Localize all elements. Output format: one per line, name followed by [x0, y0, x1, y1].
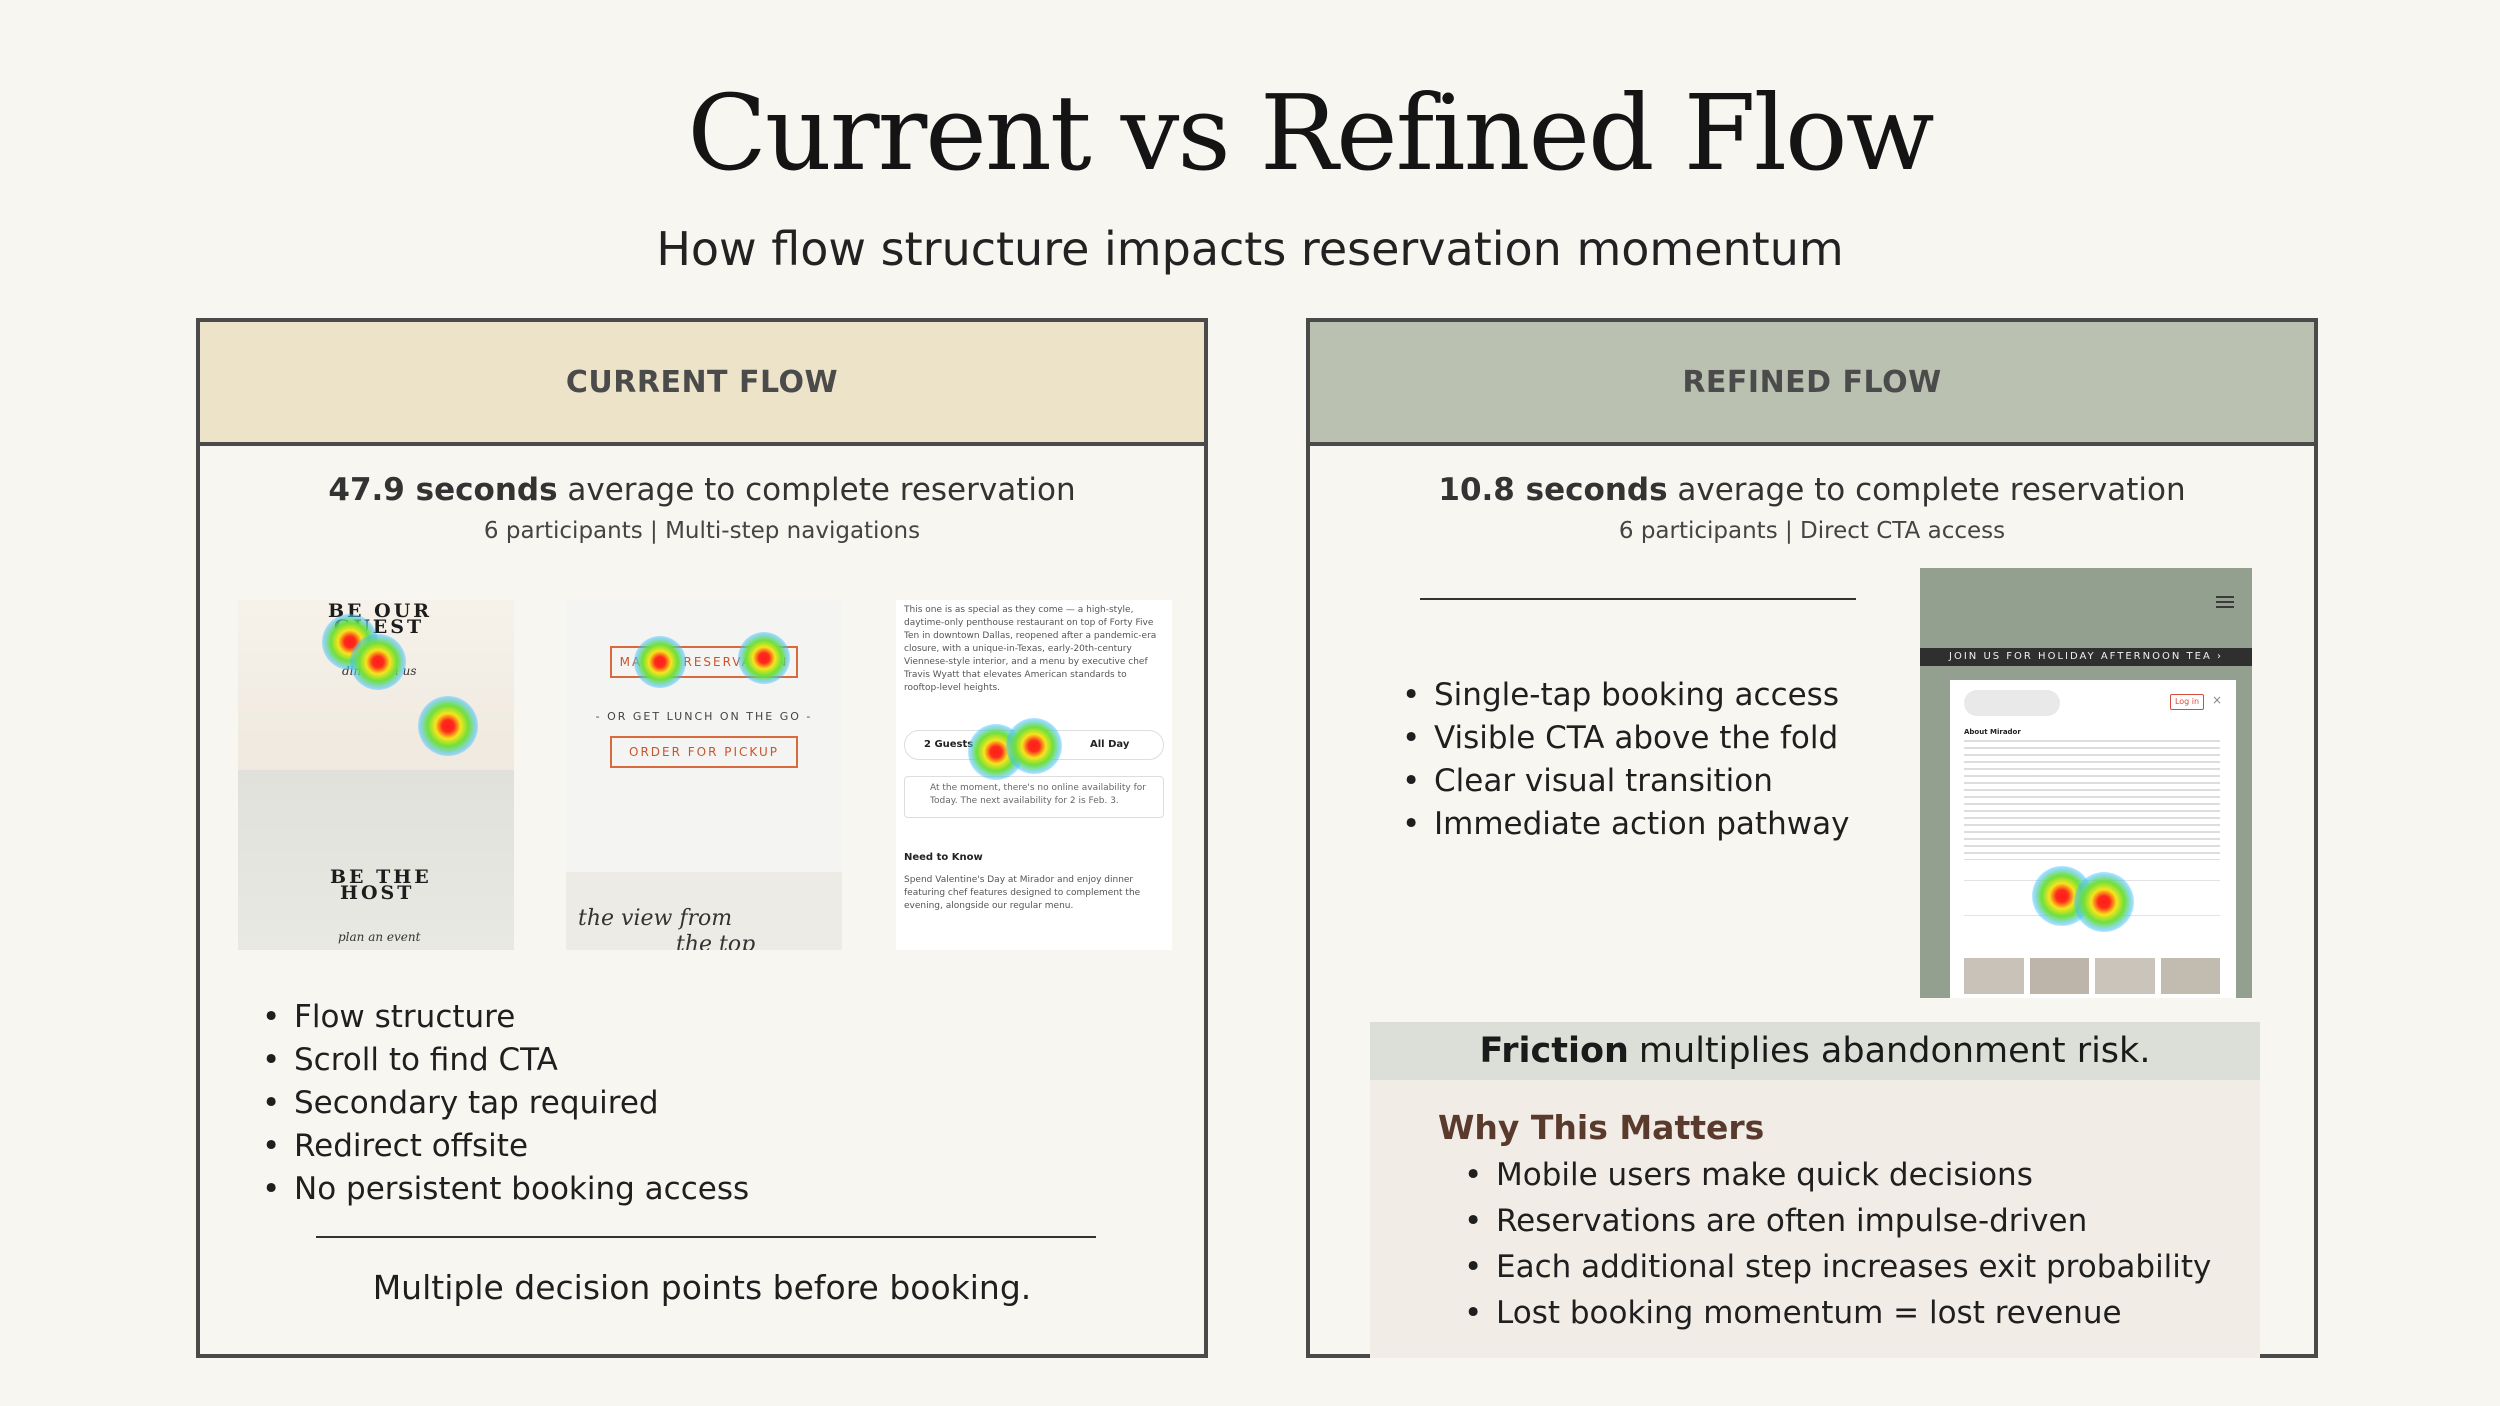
page-title: Current vs Refined Flow: [687, 72, 1934, 194]
phone-banner: JOIN US FOR HOLIDAY AFTERNOON TEA ›: [1920, 648, 2252, 666]
list-item: Lost booking momentum = lost revenue: [1464, 1290, 2211, 1336]
current-stat: 47.9 seconds average to complete reserva…: [200, 472, 1204, 508]
heatmap-hotspot: [418, 696, 478, 756]
list-item: Mobile users make quick decisions: [1464, 1152, 2211, 1198]
refined-stat-value: 10.8 seconds: [1438, 472, 1668, 508]
why-title: Why This Matters: [1438, 1108, 1765, 1147]
phone-modal: Log in × About Mirador: [1950, 680, 2236, 998]
refined-benefits-list: Single-tap booking access Visible CTA ab…: [1402, 674, 1849, 846]
current-stat-value: 47.9 seconds: [328, 472, 558, 508]
thumb3-notice: At the moment, there's no online availab…: [930, 783, 1146, 806]
current-screenshot-home: BE OUR GUEST dine with us BE THE HOST pl…: [238, 600, 514, 950]
heatmap-hotspot: [1006, 718, 1062, 774]
thumb1-line4: HOST: [340, 882, 415, 904]
list-item: Redirect offsite: [262, 1125, 749, 1168]
current-flow-panel: CURRENT FLOW 47.9 seconds average to com…: [196, 318, 1208, 1358]
page-subtitle: How flow structure impacts reservation m…: [656, 222, 1844, 276]
list-item: Single-tap booking access: [1402, 674, 1849, 717]
refined-stat-text: average to complete reservation: [1667, 472, 2186, 508]
list-item: Scroll to find CTA: [262, 1039, 749, 1082]
phone-text-lines: [1964, 740, 2220, 860]
phone-login-button: Log in: [2170, 694, 2204, 710]
phone-logo-pill: [1964, 690, 2060, 716]
list-item: Immediate action pathway: [1402, 803, 1849, 846]
thumb3-need-text: Spend Valentine's Day at Mirador and enj…: [904, 875, 1141, 911]
phone-about-title: About Mirador: [1964, 728, 2021, 736]
current-flow-header: CURRENT FLOW: [200, 322, 1204, 446]
list-item: Visible CTA above the fold: [1402, 717, 1849, 760]
thumb1-script2: plan an event: [338, 930, 421, 944]
thumb2-divider: - OR GET LUNCH ON THE GO -: [595, 710, 813, 723]
thumb2-script2: the top: [676, 932, 756, 950]
refined-mobile-screenshot: JOIN US FOR HOLIDAY AFTERNOON TEA › Log …: [1920, 568, 2252, 998]
current-stat-text: average to complete reservation: [557, 472, 1076, 508]
thumb1-line3: BE THE: [330, 866, 432, 888]
menu-icon: [2216, 596, 2234, 608]
thumb2-pickup-button: ORDER FOR PICKUP: [610, 736, 798, 768]
list-item: Reservations are often impulse-driven: [1464, 1198, 2211, 1244]
heatmap-hotspot: [2074, 872, 2134, 932]
list-item: Each additional step increases exit prob…: [1464, 1244, 2211, 1290]
callout-rest: multiplies abandonment risk.: [1638, 1031, 2151, 1071]
thumb3-paragraph: This one is as special as they come — a …: [904, 605, 1157, 693]
why-list: Mobile users make quick decisions Reserv…: [1464, 1152, 2211, 1336]
thumb2-bottom-photo: [566, 872, 842, 950]
thumb-event-photo: [238, 770, 514, 950]
heatmap-hotspot: [634, 636, 686, 688]
current-divider: [316, 1236, 1096, 1238]
current-issues-list: Flow structure Scroll to find CTA Second…: [262, 996, 749, 1211]
callout-strong: Friction: [1479, 1031, 1629, 1071]
refined-stat-sub: 6 participants | Direct CTA access: [1618, 518, 2006, 544]
phone-events-row: [1964, 958, 2220, 994]
thumb2-script: the view from: [578, 906, 733, 931]
current-screenshot-reservation: MAKE A RESERVATION - OR GET LUNCH ON THE…: [566, 600, 842, 950]
list-item: Secondary tap required: [262, 1082, 749, 1125]
thumb3-notice-box: [904, 776, 1164, 818]
thumb3-need-title: Need to Know: [904, 852, 983, 863]
thumb3-allday: All Day: [1090, 739, 1130, 750]
refined-flow-panel: REFINED FLOW 10.8 seconds average to com…: [1306, 318, 2318, 1358]
list-item: Flow structure: [262, 996, 749, 1039]
list-item: No persistent booking access: [262, 1168, 749, 1211]
list-item: Clear visual transition: [1402, 760, 1849, 803]
refined-divider: [1420, 598, 1856, 600]
close-icon: ×: [2212, 693, 2223, 707]
current-footer: Multiple decision points before booking.: [372, 1268, 1032, 1307]
thumb3-guests: 2 Guests: [924, 739, 974, 750]
current-stat-sub: 6 participants | Multi-step navigations: [483, 518, 921, 544]
heatmap-hotspot: [350, 634, 406, 690]
refined-stat: 10.8 seconds average to complete reserva…: [1310, 472, 2314, 508]
heatmap-hotspot: [738, 632, 790, 684]
refined-flow-header: REFINED FLOW: [1310, 322, 2314, 446]
current-screenshot-booking-widget: This one is as special as they come — a …: [896, 600, 1172, 950]
